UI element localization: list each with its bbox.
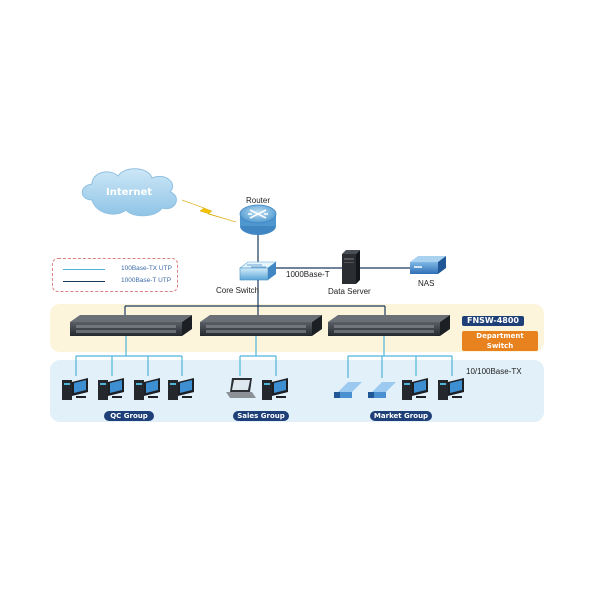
qc-group-badge: QC Group bbox=[104, 411, 154, 421]
legend: 100Base-TX UTP 1000Base-T UTP bbox=[52, 258, 178, 292]
legend-label-fast-ethernet: 100Base-TX UTP bbox=[121, 265, 172, 272]
internet-label: Internet bbox=[106, 187, 153, 198]
desktop-pc-icon bbox=[62, 378, 88, 400]
router-icon bbox=[239, 204, 277, 235]
department-switch-1 bbox=[70, 315, 192, 336]
department-switch-2 bbox=[200, 315, 322, 336]
legend-label-gigabit: 1000Base-T UTP bbox=[121, 277, 172, 284]
nas-label: NAS bbox=[418, 279, 435, 288]
sales-group-badge: Sales Group bbox=[233, 411, 289, 421]
legend-line-gigabit bbox=[63, 281, 105, 282]
desktop-pc-icon bbox=[134, 378, 160, 400]
gigabit-link-label: 1000Base-T bbox=[286, 270, 330, 279]
laptop-icon bbox=[226, 378, 256, 398]
fast-ethernet-link-label: 10/100Base-TX bbox=[466, 367, 522, 376]
workgroup-band bbox=[50, 360, 544, 422]
desktop-pc-icon bbox=[98, 378, 124, 400]
department-switch-3 bbox=[328, 315, 450, 336]
legend-line-fast-ethernet bbox=[63, 269, 105, 270]
nas-icon bbox=[410, 256, 446, 274]
product-model-badge: FNSW-4800 bbox=[462, 316, 524, 326]
department-switch-badge: Department Switch bbox=[462, 331, 538, 351]
desktop-pc-icon bbox=[262, 378, 288, 400]
desktop-pc-icon bbox=[402, 378, 428, 400]
router-label: Router bbox=[246, 196, 271, 205]
desktop-pc-icon bbox=[438, 378, 464, 400]
data-server-label: Data Server bbox=[328, 287, 371, 296]
fast-ethernet-links bbox=[75, 336, 453, 378]
core-switch-icon bbox=[239, 261, 277, 281]
desktop-pc-icon bbox=[168, 378, 194, 400]
ip-phone-icon bbox=[334, 382, 362, 398]
market-group-badge: Market Group bbox=[370, 411, 432, 421]
internet-cloud-icon bbox=[81, 168, 177, 217]
core-switch-label: Core Switch bbox=[216, 286, 260, 295]
data-server-icon bbox=[342, 250, 360, 284]
ip-phone-icon bbox=[368, 382, 396, 398]
wan-link-icon bbox=[181, 199, 237, 223]
workstation-icons bbox=[62, 378, 464, 400]
